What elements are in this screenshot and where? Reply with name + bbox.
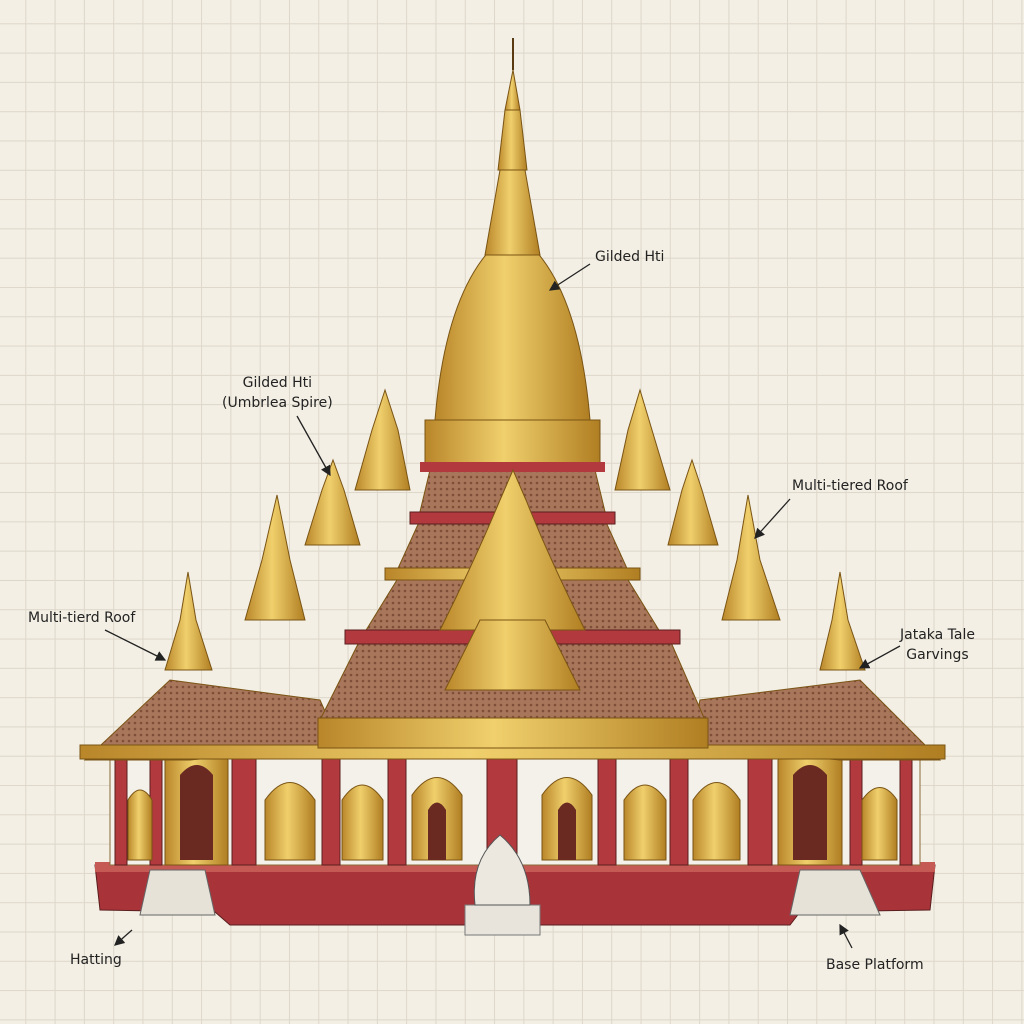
arrow-roof-left [104,629,167,661]
arrow-base-platform [839,923,853,949]
label-umbrella-spire: Gilded Hti (Umbrlea Spire) [222,373,333,413]
temple-walls [109,737,921,916]
label-hatting: Hatting [70,952,122,968]
label-base-platform: Base Platform [826,957,924,973]
label-jataka-line2: Garvings [906,647,969,663]
arrow-roof-right [754,498,791,539]
side-spires [164,388,866,671]
arrow-umbrella-spire [296,415,331,477]
arrow-top-hti [548,263,591,291]
arrow-hatting [114,929,133,946]
label-umbrella-spire-line2: (Umbrlea Spire) [222,395,333,411]
label-multi-tiered-roof-left: Multi-tierd Roof [28,610,136,626]
label-jataka-line1: Jataka Tale [900,627,975,643]
label-jataka-carvings: Jataka Tale Garvings [900,625,975,665]
label-gilded-hti: Gilded Hti [595,249,665,265]
label-multi-tiered-roof-right: Multi-tiered Roof [792,478,908,494]
arrow-jataka [858,645,901,669]
label-umbrella-spire-line1: Gilded Hti [242,375,313,391]
guardian-statue [473,834,531,906]
central-spire [434,38,591,691]
